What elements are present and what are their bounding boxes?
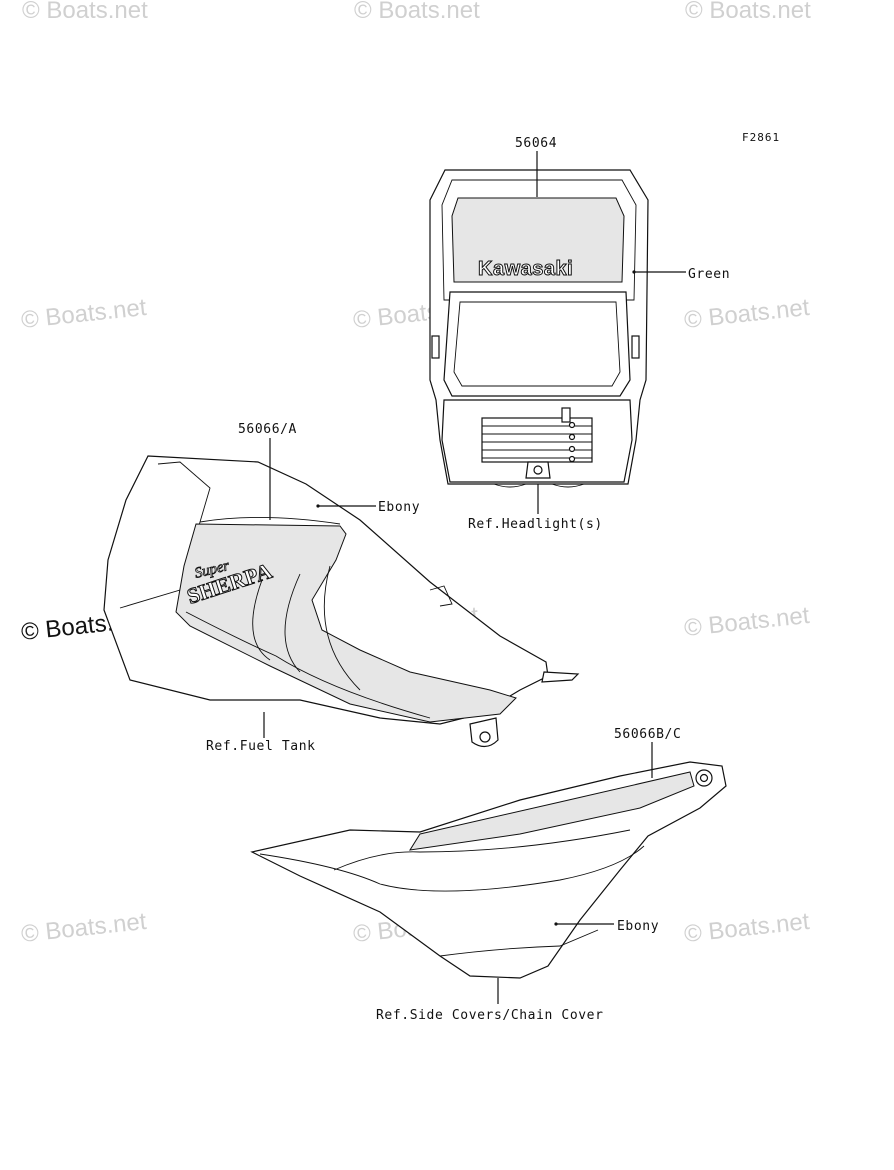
leader-dot: [632, 270, 636, 274]
tank-decal-stripe: [185, 611, 431, 719]
color-label-ebony-tank: Ebony: [378, 500, 420, 515]
part-number-56064: 56064: [515, 136, 557, 151]
tank-decal-panel: [175, 523, 517, 723]
bottom-curve: [551, 483, 585, 488]
grille-tab: [561, 407, 571, 423]
visor-inner-line: [441, 179, 637, 301]
ref-side-covers-label: Ref.Side Covers/Chain Cover: [376, 1008, 604, 1023]
headlight-lens-frame: [443, 291, 631, 397]
rivet: [568, 433, 576, 441]
fuel-tank-drawing: Super SHERPA: [103, 455, 580, 748]
tank-decal-stripe: [199, 517, 341, 525]
color-label-green: Green: [688, 267, 730, 282]
watermark: © Boats.net: [683, 294, 811, 334]
side-cover-inner-swoosh: [333, 829, 631, 871]
side-cover-drawing: [250, 761, 727, 979]
tank-swoosh: [252, 579, 271, 661]
tank-swoosh: [323, 565, 361, 691]
leader-dot: [316, 504, 320, 508]
mount-hole: [533, 465, 543, 475]
side-cover-stripe-line: [259, 845, 645, 892]
watermark: © Boats.net: [20, 294, 148, 334]
watermark: © Boats.net: [22, 0, 148, 24]
bottom-curve: [493, 483, 527, 488]
ref-headlight-label: Ref.Headlight(s): [468, 517, 603, 532]
side-cover-stripe: [409, 771, 695, 851]
headlight-decal-panel: [451, 197, 625, 283]
headlight-lens-inner: [453, 301, 621, 387]
ref-fuel-tank-label: Ref.Fuel Tank: [206, 739, 316, 754]
side-cover-lower-edge: [439, 929, 599, 957]
rivet: [568, 445, 576, 453]
watermark: © Boats.net: [20, 908, 148, 948]
leader-dot: [554, 922, 558, 926]
part-number-56066a: 56066/A: [238, 422, 297, 437]
grille-box: [481, 417, 593, 463]
watermark-layer: © Boats.net © Boats.net © Boats.net © Bo…: [20, 0, 811, 948]
color-label-ebony-cover: Ebony: [617, 919, 659, 934]
right-tab: [631, 335, 640, 359]
figure-code: F2861: [742, 131, 780, 144]
mount-hole: [479, 731, 491, 743]
rivet: [568, 421, 576, 429]
rivet: [568, 455, 576, 463]
watermark: © Boats.net: [683, 602, 811, 642]
tank-swoosh: [284, 573, 301, 673]
tank-inner-edge: [119, 461, 211, 609]
watermark: © Boats.net: [354, 0, 480, 24]
mount-hole: [699, 773, 709, 783]
tank-rear-tab: [541, 671, 580, 683]
part-number-56066bc: 56066B/C: [614, 727, 681, 742]
tank-cap-area: [429, 585, 453, 607]
watermark: © Boats.net: [683, 908, 811, 948]
headlight-cowl-drawing: Kawasaki: [429, 169, 649, 488]
watermark: © Boats.net: [685, 0, 811, 24]
kawasaki-logo: Kawasaki: [478, 258, 573, 280]
left-tab: [431, 335, 440, 359]
